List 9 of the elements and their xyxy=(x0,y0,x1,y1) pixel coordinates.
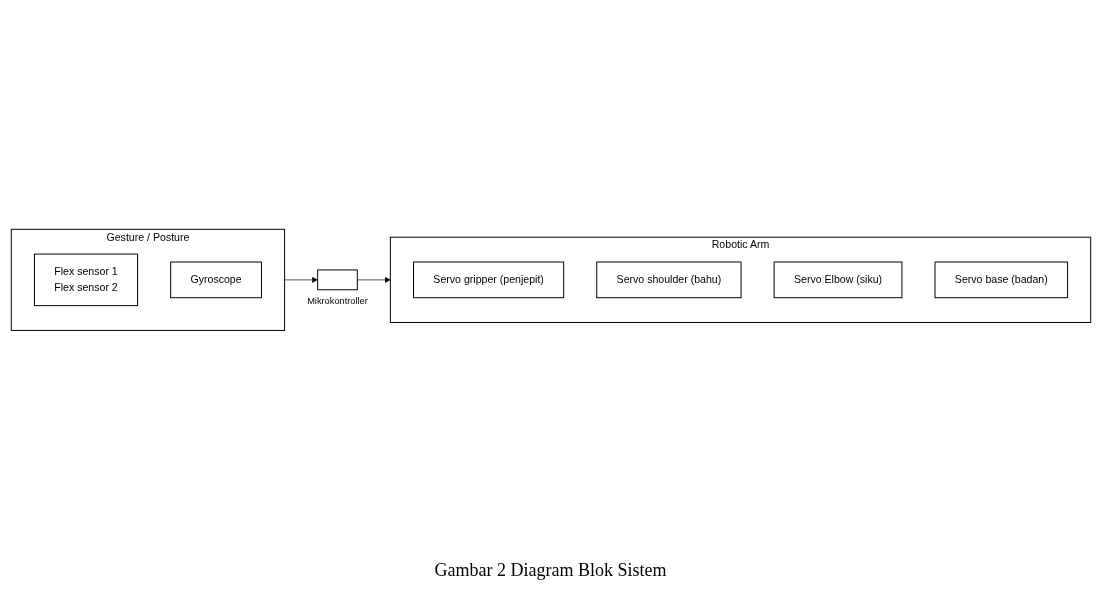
node-box: Servo shoulder (bahu) xyxy=(595,261,742,299)
node-box: Servo gripper (penjepit) xyxy=(412,261,564,299)
node-box: Flex sensor 1 Flex sensor 2 xyxy=(33,253,138,307)
node-box xyxy=(316,269,358,291)
node-box: Gyroscope xyxy=(169,261,262,299)
caption: Gambar 2 Diagram Blok Sistem xyxy=(434,560,667,580)
node-box: Servo base (badan) xyxy=(934,261,1068,299)
node-box: Servo Elbow (siku) xyxy=(773,261,902,299)
node-caption: Mikrokontroller xyxy=(306,296,368,307)
